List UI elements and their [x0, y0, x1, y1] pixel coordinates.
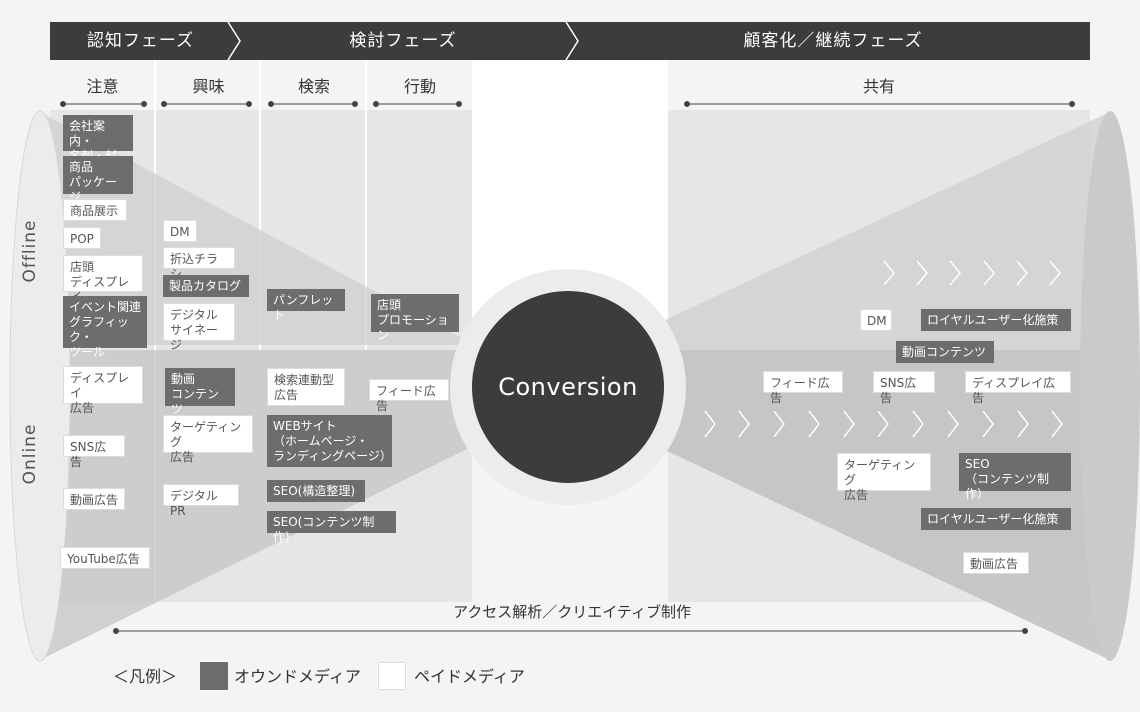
media-tag: 製品カタログ	[163, 275, 249, 297]
media-tag: 動画コンテンツ	[896, 341, 994, 363]
stage-attention: 注意	[86, 77, 119, 96]
stage-share: 共有	[862, 77, 895, 96]
legend-owned-label: オウンドメディア	[234, 667, 361, 686]
media-tag: パンフレット	[267, 289, 345, 322]
media-tag: フィード広告	[369, 379, 449, 413]
media-tag: 動画広告	[63, 488, 125, 510]
media-tag: WEBサイト （ホームページ・ ランディングページ）	[267, 415, 392, 467]
media-tag: 動画広告	[963, 552, 1029, 574]
media-tag: 商品展示	[63, 199, 127, 221]
chevrons-online	[704, 410, 1063, 438]
media-tag: YouTube広告	[60, 547, 150, 569]
media-tag: ロイヤルユーザー化施策	[921, 309, 1071, 331]
media-tag: イベント関連 グラフィック・ ツール	[63, 296, 147, 359]
stage-action: 行動	[403, 77, 436, 96]
media-tag: 動画 コンテンツ	[165, 368, 235, 416]
left-funnel-upper	[40, 112, 475, 345]
side-label-offline: Offline	[20, 219, 40, 283]
media-tag: SEO(コンテンツ制作)	[267, 511, 396, 544]
phase-arrow-2	[565, 21, 579, 61]
media-tag: SEO(構造整理)	[267, 480, 365, 502]
media-tag: デジタル サイネージ	[163, 303, 235, 352]
bottom-label: アクセス解析／クリエイティブ制作	[452, 603, 692, 621]
media-tag: DM	[163, 220, 197, 242]
media-tag: 検索連動型 広告	[267, 368, 345, 406]
media-tag: SEO （コンテンツ制作）	[959, 453, 1071, 501]
media-tag: SNS広告	[63, 435, 125, 469]
legend-owned-swatch	[200, 662, 228, 690]
right-funnel-rim	[1080, 111, 1140, 661]
stage-interest: 興味	[192, 77, 225, 96]
media-tag: デジタルPR	[163, 484, 239, 518]
media-tag: ディスプレイ 広告	[63, 366, 143, 415]
share-header-bg	[668, 60, 1090, 110]
media-tag: ロイヤルユーザー化施策	[921, 508, 1071, 530]
phase-arrow-1	[227, 21, 241, 61]
phase-awareness: 認知フェーズ	[86, 31, 195, 51]
stage-markers	[60, 101, 1075, 107]
stage-search: 検索	[297, 77, 330, 96]
media-tag: フィード広告	[763, 371, 843, 405]
left-funnel-rim	[9, 110, 71, 662]
media-tag: ディスプレイ広告	[965, 371, 1071, 405]
media-tag: 折込チラシ	[163, 247, 235, 281]
media-tag: ターゲティング 広告	[837, 453, 931, 502]
media-tag: SNS広告	[873, 371, 935, 405]
conversion-circle	[472, 291, 664, 483]
conversion-label: Conversion	[498, 373, 638, 401]
bottom-rule	[113, 628, 1028, 634]
legend-paid-swatch	[378, 662, 406, 690]
phase-consideration: 検討フェーズ	[349, 31, 457, 51]
right-funnel-upper	[665, 112, 1110, 350]
legend-paid-label: ペイドメディア	[414, 667, 525, 686]
media-tag: 店頭 ディスプレイ	[63, 255, 143, 304]
media-tag: POP	[63, 227, 101, 249]
phase-retention: 顧客化／継続フェーズ	[743, 31, 923, 51]
media-tag: ターゲティング 広告	[163, 415, 253, 464]
media-tag: 店頭 プロモーション	[371, 294, 459, 342]
right-funnel-lower	[665, 350, 1110, 660]
chevrons-offline	[883, 260, 1061, 286]
side-label-online: Online	[20, 423, 40, 485]
media-tag: 会社案内・ 名刺・封筒	[63, 115, 133, 178]
legend-prefix: ＜凡例＞	[113, 667, 178, 686]
media-tag: DM	[860, 309, 892, 331]
media-tag: 商品 パッケージ	[63, 156, 133, 204]
